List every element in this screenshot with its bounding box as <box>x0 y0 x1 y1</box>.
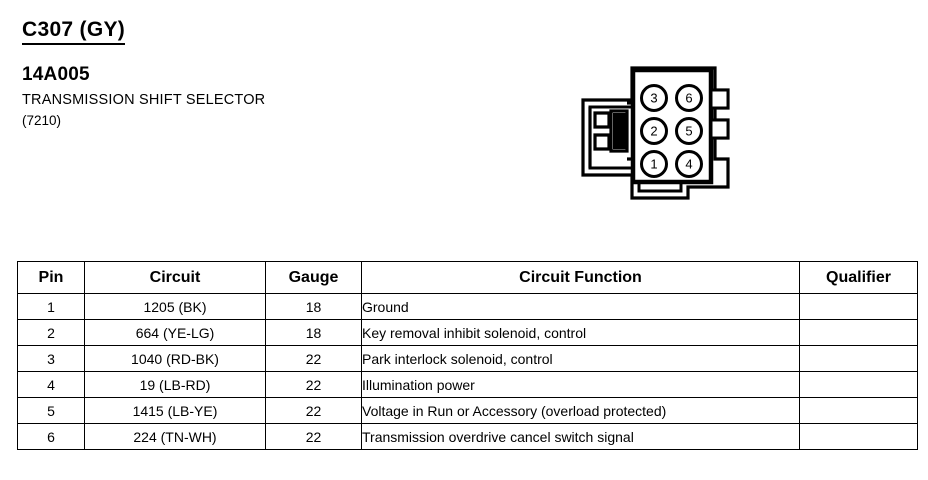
cell-qualifier <box>799 319 918 346</box>
cell-gauge: 18 <box>265 319 362 346</box>
cell-circuit: 1205 (BK) <box>84 293 266 320</box>
cell-pin: 5 <box>17 397 85 424</box>
table-row: 4 19 (LB-RD) 22 Illumination power <box>17 371 918 398</box>
pin-cavity-1 <box>640 150 668 178</box>
cell-function: Key removal inhibit solenoid, control <box>361 319 800 346</box>
cell-circuit: 19 (LB-RD) <box>84 371 266 398</box>
pin-cavity-3 <box>640 84 668 112</box>
part-number: 14A005 <box>22 64 90 86</box>
cell-gauge: 22 <box>265 397 362 424</box>
table-row: 6 224 (TN-WH) 22 Transmission overdrive … <box>17 423 918 450</box>
column-header-circuit: Circuit <box>84 261 266 294</box>
cell-gauge: 22 <box>265 345 362 372</box>
latch-keyway-block <box>613 113 626 149</box>
pin-cavity-2 <box>640 117 668 145</box>
cell-function: Illumination power <box>361 371 800 398</box>
cell-qualifier <box>799 423 918 450</box>
cell-circuit: 1040 (RD-BK) <box>84 345 266 372</box>
pin-cavity-5 <box>675 117 703 145</box>
pin-cavity-4 <box>675 150 703 178</box>
cell-gauge: 22 <box>265 371 362 398</box>
table-row: 1 1205 (BK) 18 Ground <box>17 293 918 320</box>
cell-function: Ground <box>361 293 800 320</box>
pin-label-6: 6 <box>685 91 692 106</box>
column-header-pin: Pin <box>17 261 85 294</box>
component-name: TRANSMISSION SHIFT SELECTOR <box>22 92 266 109</box>
cell-qualifier <box>799 397 918 424</box>
cell-circuit: 1415 (LB-YE) <box>84 397 266 424</box>
cell-pin: 6 <box>17 423 85 450</box>
pinout-table: Pin Circuit Gauge Circuit Function Quali… <box>17 261 918 450</box>
cell-qualifier <box>799 371 918 398</box>
cell-function: Voltage in Run or Accessory (overload pr… <box>361 397 800 424</box>
table-row: 5 1415 (LB-YE) 22 Voltage in Run or Acce… <box>17 397 918 424</box>
header-block: C307 (GY) 14A005 TRANSMISSION SHIFT SELE… <box>22 18 522 128</box>
table-header-row: Pin Circuit Gauge Circuit Function Quali… <box>17 261 918 294</box>
pinout-table-body: 1 1205 (BK) 18 Ground 2 664 (YE-LG) 18 K… <box>17 293 918 450</box>
retention-tab-lower <box>709 118 730 140</box>
cell-circuit: 664 (YE-LG) <box>84 319 266 346</box>
cell-pin: 3 <box>17 345 85 372</box>
cell-function: Park interlock solenoid, control <box>361 345 800 372</box>
column-header-gauge: Gauge <box>265 261 362 294</box>
connector-latch-detail <box>588 101 635 168</box>
table-row: 3 1040 (RD-BK) 22 Park interlock solenoi… <box>17 345 918 372</box>
retention-tab-upper <box>709 88 730 110</box>
column-header-qualifier: Qualifier <box>799 261 918 294</box>
cell-qualifier <box>799 293 918 320</box>
component-code: (7210) <box>22 112 62 128</box>
column-header-circuit-function: Circuit Function <box>361 261 800 294</box>
pin-label-4: 4 <box>685 157 692 172</box>
pin-label-1: 1 <box>650 157 657 172</box>
connector-svg: 3 6 2 5 1 4 <box>581 66 730 200</box>
cell-circuit: 224 (TN-WH) <box>84 423 266 450</box>
cell-qualifier <box>799 345 918 372</box>
connector-id-title: C307 (GY) <box>22 18 126 46</box>
cell-gauge: 18 <box>265 293 362 320</box>
pin-label-5: 5 <box>685 124 692 139</box>
table-row: 2 664 (YE-LG) 18 Key removal inhibit sol… <box>17 319 918 346</box>
cell-function: Transmission overdrive cancel switch sig… <box>361 423 800 450</box>
pin-cavity-6 <box>675 84 703 112</box>
cell-pin: 4 <box>17 371 85 398</box>
connector-diagram: 3 6 2 5 1 4 <box>565 55 745 225</box>
pin-label-3: 3 <box>650 91 657 106</box>
cell-gauge: 22 <box>265 423 362 450</box>
cell-pin: 2 <box>17 319 85 346</box>
pin-cavities <box>640 84 703 178</box>
pinout-table-header: Pin Circuit Gauge Circuit Function Quali… <box>17 261 918 294</box>
cell-pin: 1 <box>17 293 85 320</box>
pin-label-2: 2 <box>650 124 657 139</box>
